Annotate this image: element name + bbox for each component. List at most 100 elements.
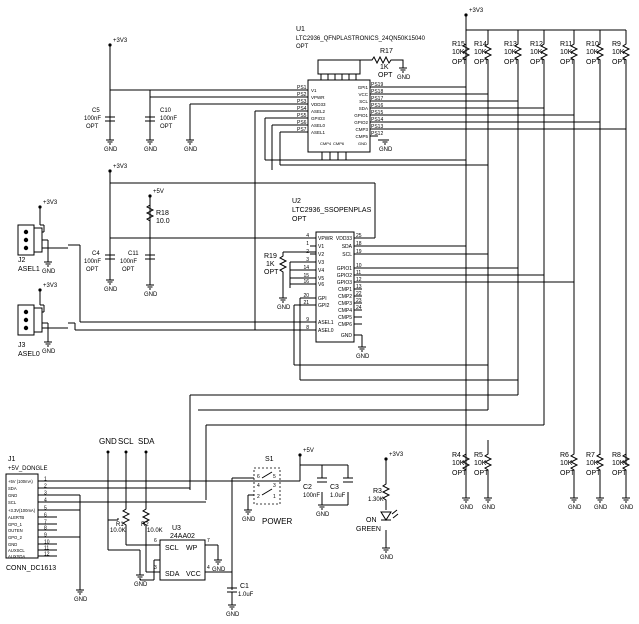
u2-left-pin-num: 20 <box>303 293 309 299</box>
u2-body <box>315 231 355 343</box>
u2-right-pin-name: GPIO1 <box>337 266 353 272</box>
r17-value: 1K <box>380 64 389 71</box>
u3-body <box>159 539 206 581</box>
pulldown-resistor-zigzag <box>461 450 471 478</box>
u2-left-pin-num: 3 <box>306 257 309 263</box>
pullup-resistor-value: 10K <box>530 49 543 56</box>
pullup-resistor-zigzag <box>595 40 605 75</box>
u2-right-pin-num: 12 <box>356 277 362 283</box>
u1-bottom-pins: CMP4 CMP6 GND <box>320 141 367 160</box>
c10-opt: OPT <box>160 124 173 130</box>
u1-top-pins <box>317 59 361 80</box>
c11-opt: OPT <box>122 267 135 273</box>
ground-label: GND <box>594 505 608 511</box>
power-net-label: +3V3 <box>43 200 58 206</box>
u2-right-pin-num: 23 <box>356 298 362 304</box>
pulldown-resistor-ref: R5 <box>474 452 483 459</box>
r17-ref: R17 <box>380 48 393 55</box>
r17-opt: OPT <box>378 72 393 79</box>
u1-left-pin-name: V1 <box>311 88 317 93</box>
wiring <box>39 20 627 590</box>
pulldown-resistor-value: 10K <box>474 460 487 467</box>
power-symbols: +3V3+3V3+3V3+5V+3V3+3V3+5V+3V3 <box>38 8 484 464</box>
j1-name: +5V_DONGLE <box>8 466 48 472</box>
u1-right-pin-name: VCC <box>358 92 368 97</box>
u3-eeprom: U3 24AA02 SCL WP SDA VCC 6 7 3 4 <box>154 525 210 581</box>
ground-label: GND <box>144 147 158 153</box>
pullup-resistor-value: 10K <box>452 49 465 56</box>
pulldown-resistor-opt: OPT <box>560 470 575 477</box>
u3-pin-wp: WP <box>186 545 198 552</box>
j1-pin-name: OUTEN <box>8 528 23 533</box>
ground-label: GND <box>134 582 148 588</box>
u1-right-pin-name: CMP3 <box>355 127 368 132</box>
j2-ref: J2 <box>18 257 26 264</box>
u2-left-pin-num: 4 <box>306 233 309 239</box>
u3-pin-3: 3 <box>154 565 157 571</box>
pullup-resistor-opt: OPT <box>530 59 545 66</box>
j1-pin-name: SCL <box>8 500 17 505</box>
u2-left-pin-name: GPI <box>318 296 327 302</box>
c2-capacitor: C2 100nF <box>303 477 327 499</box>
pulldown-resistor-value: 10K <box>560 460 573 467</box>
r19-ref: R19 <box>264 253 277 260</box>
r3-value: 1.30K <box>368 497 384 503</box>
u2-ref: U2 <box>292 198 301 205</box>
c4-value: 100nF <box>84 259 101 265</box>
j1-pin-num: 11 <box>44 546 49 552</box>
u2-right-pin-name: CMP6 <box>338 322 352 328</box>
u2-left-pin-num: 14 <box>303 265 309 271</box>
j3-header: J3 ASEL0 <box>17 304 68 358</box>
power-net-label: +3V3 <box>43 283 58 289</box>
u1-left-pin-name: ASEL2 <box>311 109 326 114</box>
j1-pin-num: 12 <box>44 552 50 558</box>
ground-label: GND <box>226 612 240 618</box>
led-ref: ON <box>366 517 377 524</box>
ground-label: GND <box>242 517 256 523</box>
c1-ref: C1 <box>240 583 249 590</box>
pulldown-resistor-opt: OPT <box>586 470 601 477</box>
u1-bottom-pin-1: CMP4 <box>320 141 332 146</box>
u2-right-pin-name: CMP2 <box>338 294 352 300</box>
c1-capacitor: C1 1.0uF <box>227 583 254 605</box>
ground-label: GND <box>379 147 393 153</box>
pullup-resistor-opt: OPT <box>612 59 627 66</box>
c10-capacitor: C10 100nF OPT <box>145 108 177 130</box>
u2-left-pin-name: VPWR <box>318 236 333 242</box>
j3-ref: J3 <box>18 342 26 349</box>
c11-ref: C11 <box>128 251 139 257</box>
u2-left-pin-num: 16 <box>303 279 309 285</box>
c5-capacitor: C5 100nF OPT <box>84 108 115 130</box>
c11-capacitor: C11 100nF OPT <box>120 251 155 273</box>
pullup-resistor-ref: R9 <box>612 41 621 48</box>
u2-left-pin-name: V5 <box>318 276 324 282</box>
r2-ref: R2 <box>141 522 149 528</box>
pullup-resistor-zigzag <box>621 40 631 75</box>
u3-pin-sda: SDA <box>165 571 180 578</box>
power-net-label: +3V3 <box>469 8 484 14</box>
power-net-label: +5V <box>303 448 314 454</box>
r1-ref: R1 <box>116 522 124 528</box>
led-color: GREEN <box>356 526 381 533</box>
ground-label: GND <box>397 75 411 81</box>
r18-resistor: R18 10.0 <box>145 200 170 226</box>
j1-pin-num: 3 <box>44 491 47 497</box>
power-net-label: +5V <box>153 189 164 195</box>
u1-left-pin-name: ASEL1 <box>311 130 326 135</box>
c1-value: 1.0uF <box>238 592 254 598</box>
ground-label: GND <box>104 287 118 293</box>
u2-left-pin-name: GPI2 <box>318 303 330 309</box>
u2-right-pin-num: 24 <box>356 305 362 311</box>
led-indicator: ON GREEN <box>356 509 399 533</box>
r19-value: 1K <box>266 261 275 268</box>
u2-left-pin-name: V3 <box>318 260 324 266</box>
c4-capacitor: C4 100nF OPT <box>84 251 115 273</box>
r3-resistor: R3 1.30K <box>368 480 391 505</box>
c4-opt: OPT <box>86 267 99 273</box>
j1-pin-name: SDA <box>8 486 17 491</box>
ground-label: GND <box>568 505 582 511</box>
u1-opt: OPT <box>296 44 309 50</box>
